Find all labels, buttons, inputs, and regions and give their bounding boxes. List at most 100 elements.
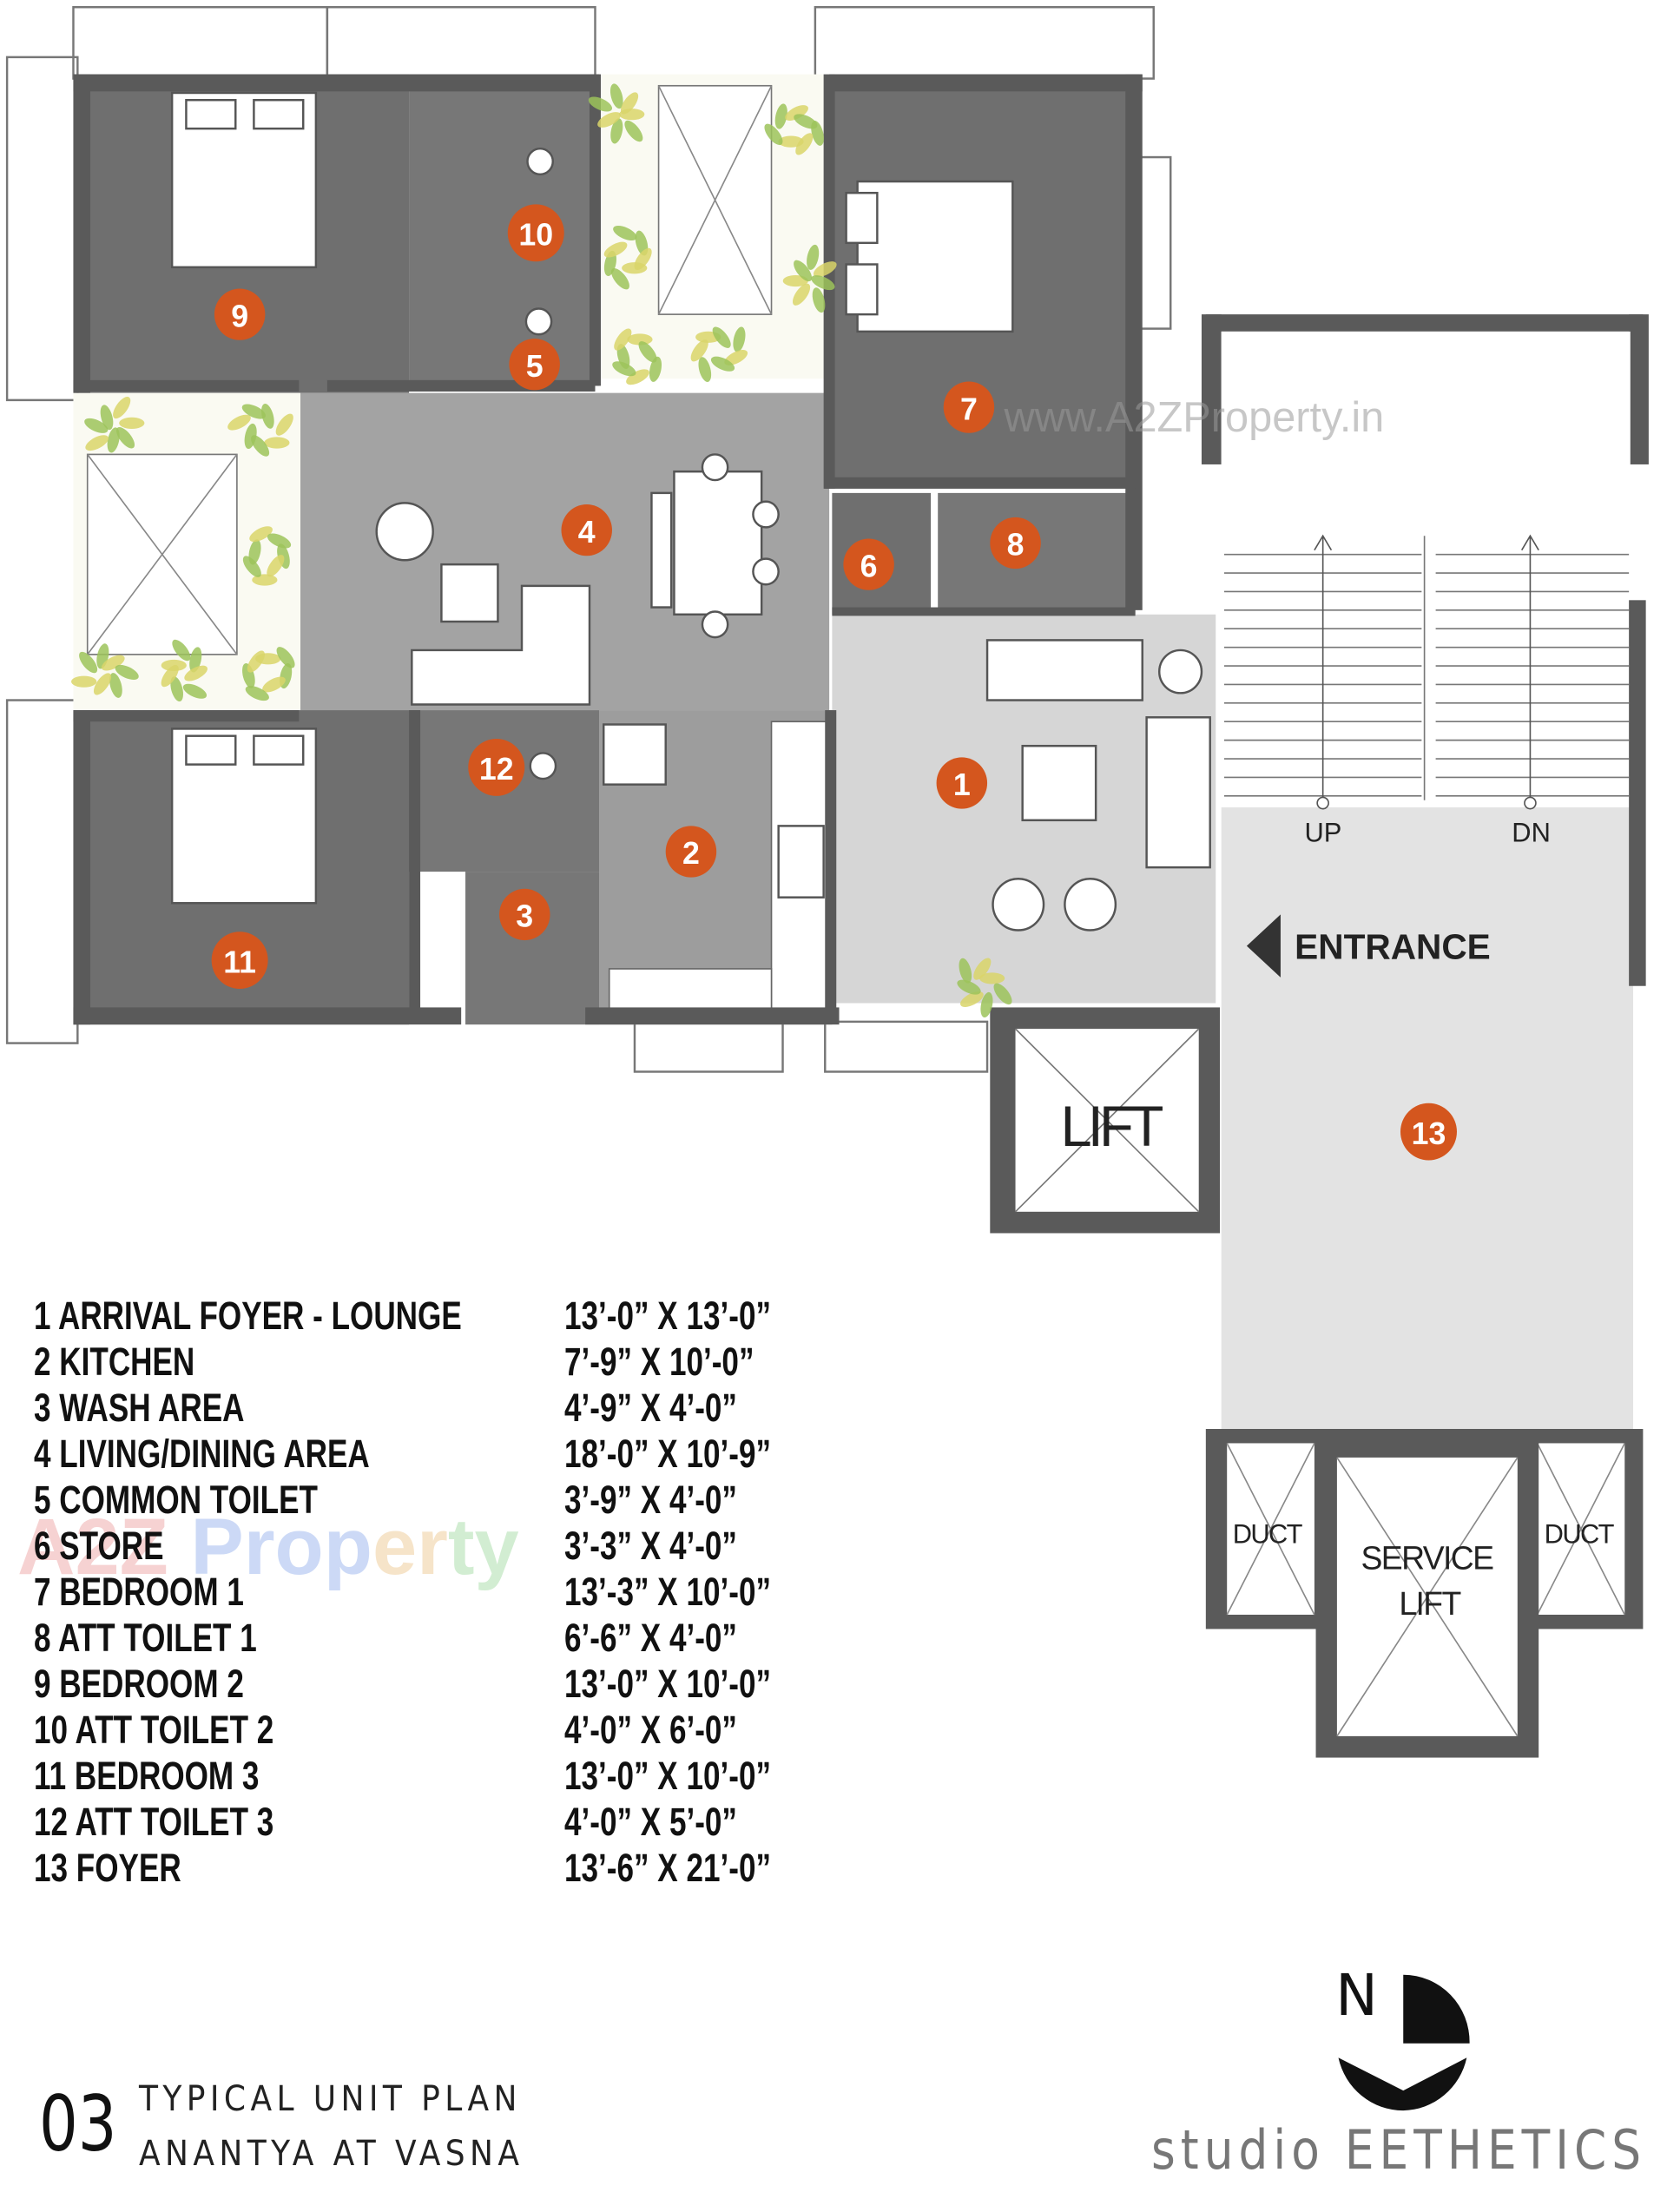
service-core [1205,1428,1644,1758]
plant-leaf [184,665,208,681]
plant-leaf [612,361,636,377]
marker-number: 11 [223,944,256,979]
plant-leaf [626,369,649,385]
att-toilet-2 [409,74,600,386]
plant-leaf [610,118,623,144]
plant-leaf [71,675,97,688]
marker-number: 8 [1007,526,1025,562]
plant-leaf [635,230,649,256]
plant-leaf [275,413,293,436]
plant-leaf [107,427,120,453]
marker-circle [561,504,612,556]
plant-leaf [794,260,813,282]
plant-leaf [84,418,109,433]
room-dimension: 4’-0” X 5’-0” [564,1800,737,1844]
room-dimension: 13’-6” X 21’-0” [564,1846,772,1890]
plant-leaf [724,350,748,365]
watermark-url: www.A2ZProperty.in [1004,394,1385,441]
plant-leaf [261,403,274,429]
stair-down-label: DN [1512,817,1551,847]
room-dimension: 3’-3” X 4’-0” [564,1524,737,1568]
room-dimension: 13’-0” X 10’-0” [564,1754,772,1798]
marker-circle [214,288,266,340]
plant-leaf [979,972,1005,984]
plant-leaf [807,244,820,270]
marker-circle [665,826,717,878]
plant-leaf [774,103,787,129]
plant-leaf [109,673,122,698]
watermark-brand: A2Z Property [17,1503,519,1591]
plant-leaf [79,651,98,674]
marker-circle [1400,1103,1457,1161]
studio-logo-text: studio EETHETICS [1151,2118,1647,2182]
plant-leaf [610,267,629,290]
plant-leaf [813,261,837,278]
duct-left-label: DUCT [1233,1518,1303,1549]
plant-leaf [119,417,145,429]
north-arrow-icon: N [1335,1962,1470,2111]
plant-leaf [710,356,735,372]
plant-leaf [609,83,623,109]
plant-leaf [189,647,202,673]
room-name: 11 BEDROOM 3 [34,1754,260,1798]
plant-leaf [698,357,712,383]
plant-leaf [264,437,290,449]
stair-end-markers [1316,796,1537,810]
plant-leaf [811,121,824,146]
plant-leaf [588,96,613,112]
room-marker: 13 [1400,1103,1457,1161]
entrance-label: ENTRANCE [1295,926,1491,966]
plant-leaf [93,673,112,695]
plant-leaf [267,555,285,577]
plant-leaf [161,665,179,688]
room-name: 7 BEDROOM 1 [34,1570,244,1614]
room-dimension: 6’-6” X 4’-0” [564,1616,737,1660]
stair-up-label: UP [1305,817,1342,847]
plant-leaf [957,979,981,995]
plant-leaf [251,435,270,457]
plant-leaf [100,405,114,431]
project-name: ANANTYA AT VASNA [139,2134,524,2174]
plant-leaf [649,356,662,382]
plant-leaf [241,404,266,419]
plant-leaf [172,639,191,662]
room-name: 3 WASH AREA [34,1386,245,1430]
marker-circle [507,204,564,262]
plant-leaf [247,650,265,673]
furniture [170,91,1211,932]
room-name: 12 ATT TOILET 3 [34,1800,274,1844]
plant-leaf [116,427,135,449]
plant-leaf [960,991,984,1007]
plant-leaf [959,958,972,984]
marker-circle [211,932,268,990]
plant-leaf [115,664,139,680]
lift-label: LIFT [1061,1095,1163,1158]
marker-circle [943,381,995,433]
room-marker: 12 [468,738,525,796]
room-marker: 7 [943,381,995,433]
marker-number: 10 [518,216,553,252]
room-dimension: 13’-0” X 10’-0” [564,1662,772,1706]
room-name: 6 STORE [34,1524,164,1568]
room-name: 4 LIVING/DINING AREA [34,1432,370,1476]
marker-circle [990,517,1041,569]
room-name: 8 ATT TOILET 1 [34,1616,257,1660]
plant-leaf [973,958,992,980]
room-dimension: 7’-9” X 10’-0” [564,1340,754,1384]
plant-leaf [597,112,621,128]
room-dimension: 18’-0” X 10’-9” [564,1432,772,1476]
room-marker: 10 [507,204,564,262]
marker-number: 3 [516,898,533,933]
room-name: 13 FOYER [34,1846,181,1890]
room-dimension: 4’-9” X 4’-0” [564,1386,737,1430]
plant-leaf [85,435,109,451]
room-name: 5 COMMON TOILET [34,1478,318,1522]
plant-leaf [638,341,657,363]
marker-circle [468,738,525,796]
plant-leaf [785,105,808,121]
plant-leaf [634,247,652,270]
room-name: 10 ATT TOILET 2 [34,1708,274,1752]
room-marker: 9 [214,288,266,340]
room-name: 1 ARRIVAL FOYER - LOUNGE [34,1294,462,1338]
plant-leaf [603,241,628,258]
